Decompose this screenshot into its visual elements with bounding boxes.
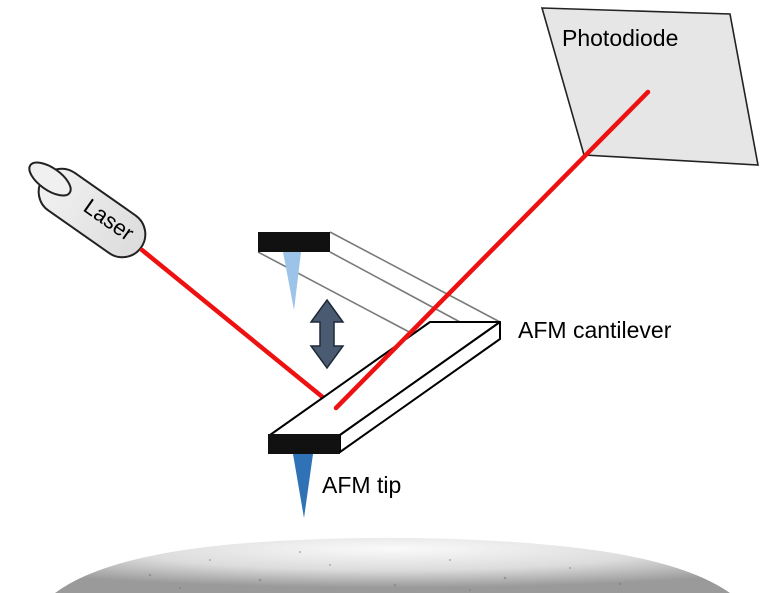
photodiode-panel [540,7,759,166]
laser-beam-incident [139,247,339,411]
photodiode-label: Photodiode [562,25,678,51]
cantilever-mount [268,434,340,454]
tip-label: AFM tip [322,472,401,498]
laser-device [28,161,147,259]
sample-surface [55,537,730,593]
afm-tip-shape [293,454,313,518]
sample-texture [148,551,622,591]
cantilever-beam [269,321,501,453]
cantilever-label: AFM cantilever [518,317,672,343]
deflection-arrow [309,298,345,370]
laser-beam-reflected [333,89,651,411]
ghost-tip [283,252,301,310]
ghost-mount [258,232,330,252]
